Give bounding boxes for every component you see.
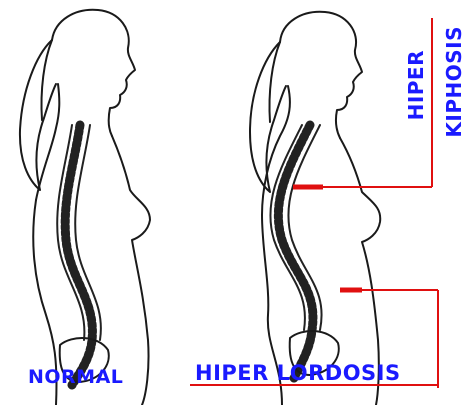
label-hiper: HIPER bbox=[404, 50, 428, 120]
torso-front bbox=[112, 136, 150, 405]
label-kiphosis: KIPHOSIS bbox=[442, 26, 466, 138]
figure-hyper bbox=[250, 12, 380, 405]
ponytail bbox=[20, 40, 56, 190]
figure-normal bbox=[20, 10, 150, 405]
label-normal: NORMAL bbox=[28, 366, 123, 388]
head-outline bbox=[52, 10, 135, 136]
head-outline bbox=[280, 12, 362, 138]
label-hiper-lordosis: HIPER LORDOSIS bbox=[195, 361, 401, 385]
neck-back bbox=[36, 84, 59, 200]
